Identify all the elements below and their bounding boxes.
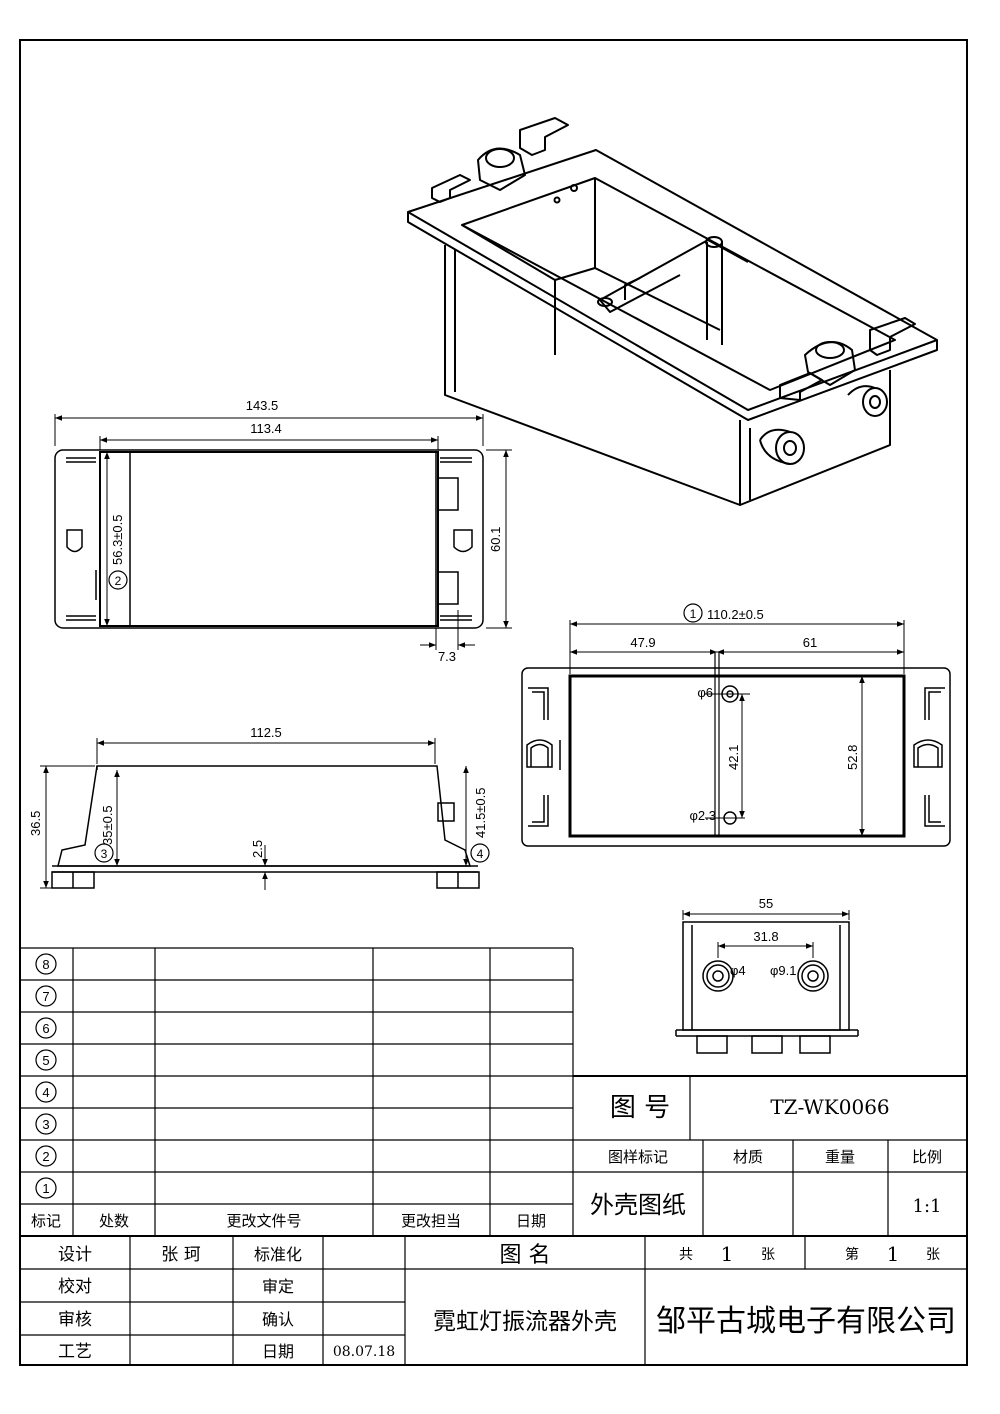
company-name: 邹平古城电子有限公司	[656, 1304, 956, 1339]
process-label: 工艺	[58, 1342, 92, 1362]
top-inner-length: 113.4	[250, 421, 282, 436]
designer-name: 张 珂	[161, 1245, 200, 1265]
part-name: 霓虹灯振流器外壳	[433, 1309, 617, 1335]
total-unit: 张	[761, 1247, 775, 1263]
page-number: 1	[887, 1242, 900, 1266]
top-tab: 7.3	[438, 649, 456, 664]
rev-mark-7: 7	[42, 989, 49, 1004]
bottom-hole-top: φ6	[697, 685, 713, 700]
rev-mark-5: 5	[42, 1053, 49, 1068]
top-marker: 2	[115, 574, 122, 588]
col-header-drawing-mark: 图样标记	[608, 1148, 668, 1166]
name-label: 图 名	[500, 1243, 551, 1268]
bottom-hole-spacing: 42.1	[726, 745, 741, 770]
title-block	[20, 1075, 967, 1365]
review-label: 审核	[58, 1310, 92, 1330]
bottom-inner-height: 52.8	[845, 745, 860, 770]
rev-mark-1: 1	[42, 1181, 49, 1196]
date-value: 08.07.18	[333, 1344, 395, 1360]
bottom-view	[521, 603, 951, 847]
drawing-no: TZ-WK0066	[770, 1095, 889, 1119]
bottom-hole-bottom: φ2.3	[689, 808, 716, 823]
rev-header-mark: 标记	[31, 1212, 61, 1230]
page-label: 第	[845, 1246, 859, 1263]
end-hole-large: φ9.1	[770, 963, 797, 978]
bottom-total: 110.2±0.5	[707, 607, 764, 622]
isometric-view	[407, 117, 938, 506]
total-sheets: 1	[721, 1242, 734, 1266]
end-hole-small: φ4	[730, 963, 746, 978]
design-label: 设计	[58, 1245, 92, 1265]
bottom-left: 47.9	[630, 635, 655, 650]
side-view	[40, 738, 490, 890]
col-header-weight: 重量	[825, 1148, 855, 1166]
rev-header-date: 日期	[516, 1212, 546, 1230]
drawing-type: 外壳图纸	[590, 1191, 686, 1219]
confirm-label: 确认	[262, 1310, 294, 1329]
rev-header-count: 处数	[99, 1212, 129, 1230]
check-label: 校对	[58, 1277, 92, 1297]
top-height-tol: 56.3±0.5	[110, 514, 125, 565]
end-width: 55	[759, 896, 773, 911]
side-marker-left: 3	[101, 847, 108, 861]
end-spacing: 31.8	[753, 929, 778, 944]
page-unit: 张	[926, 1247, 940, 1263]
side-right-height: 41.5±0.5	[473, 787, 488, 838]
top-overall-length: 143.5	[246, 398, 279, 413]
approve-label: 审定	[262, 1277, 294, 1296]
col-header-scale: 比例	[912, 1148, 942, 1166]
drawing-no-label: 图 号	[610, 1093, 670, 1123]
top-overall-height: 60.1	[488, 527, 503, 552]
date-label: 日期	[262, 1342, 294, 1361]
side-left-height: 35±0.5	[100, 805, 115, 845]
rev-mark-6: 6	[42, 1021, 49, 1036]
revision-table	[20, 947, 967, 1237]
standard-label: 标准化	[254, 1245, 302, 1264]
rev-header-doc: 更改文件号	[226, 1212, 301, 1230]
side-height: 36.5	[28, 811, 43, 836]
rev-header-owner: 更改担当	[401, 1212, 461, 1230]
side-thickness: 2.5	[250, 840, 265, 858]
bottom-marker: 1	[690, 607, 697, 621]
side-length: 112.5	[250, 725, 282, 740]
end-view	[675, 910, 859, 1054]
col-header-material: 材质	[733, 1148, 763, 1166]
rev-mark-3: 3	[42, 1117, 49, 1132]
scale-value: 1:1	[913, 1196, 942, 1217]
sheet-border	[19, 39, 968, 1366]
total-label: 共	[679, 1247, 693, 1263]
rev-mark-2: 2	[42, 1149, 49, 1164]
rev-mark-8: 8	[42, 957, 49, 972]
bottom-right: 61	[803, 635, 817, 650]
side-marker-right: 4	[477, 847, 484, 861]
top-view	[54, 414, 512, 650]
rev-mark-4: 4	[42, 1085, 49, 1100]
